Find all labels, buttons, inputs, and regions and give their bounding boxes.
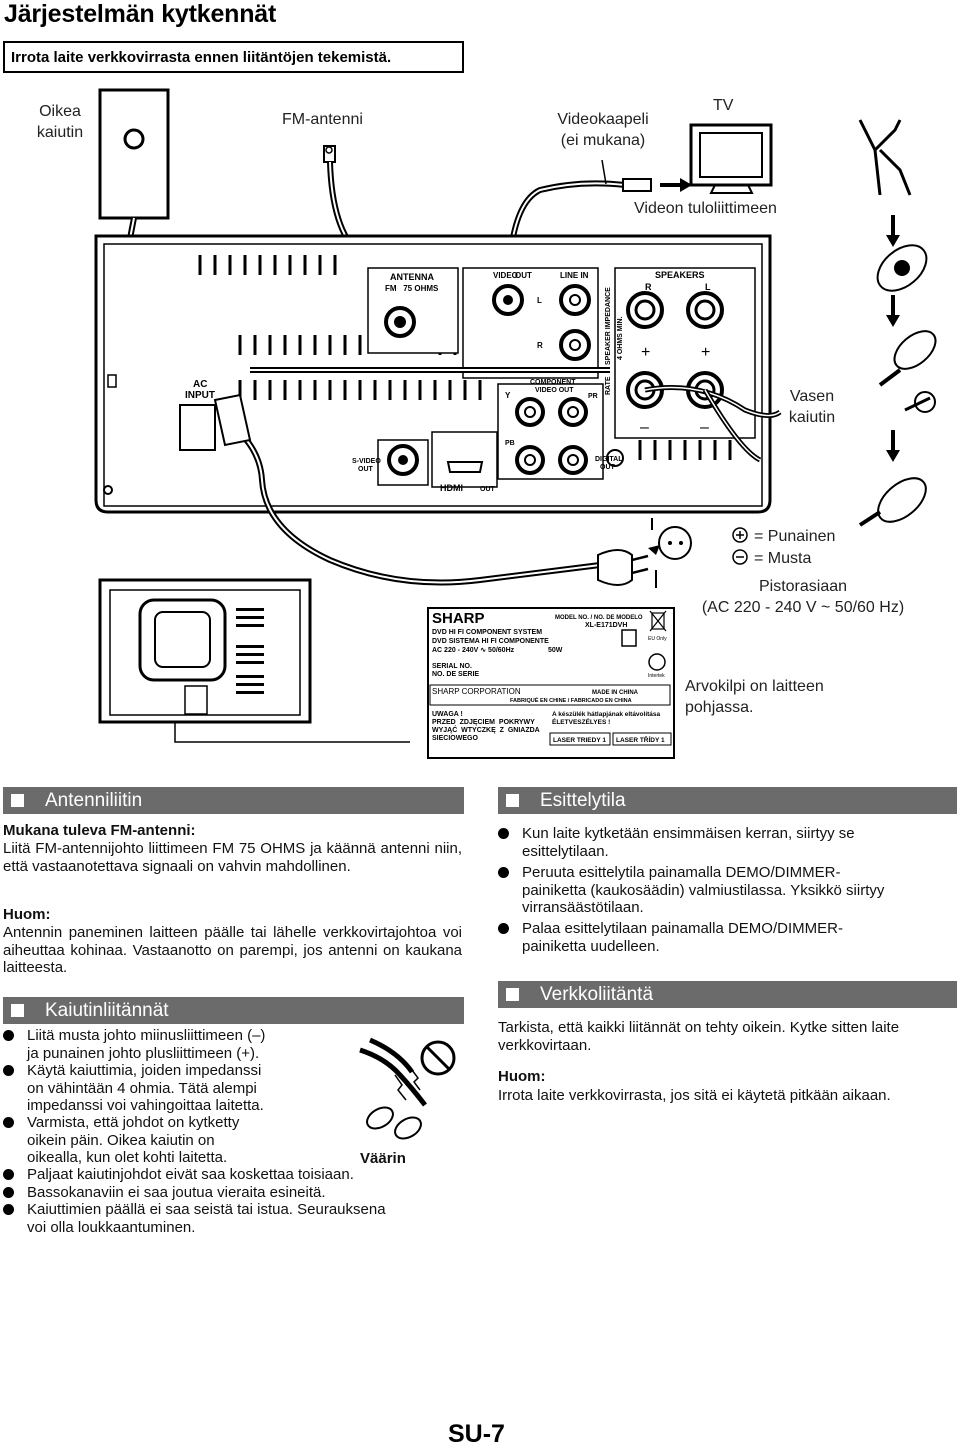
plate-eu: EU Only	[648, 636, 667, 642]
outlet-label: Pistorasiaan(AC 220 - 240 V ~ 50/60 Hz)	[701, 578, 905, 616]
page-number: SU-7	[448, 1420, 505, 1448]
panel-digital-label: DIGITAL	[595, 456, 623, 463]
panel-y-label: Y	[505, 391, 511, 400]
unit-bottom-view	[98, 578, 410, 743]
plate-intertek: Intertek	[648, 673, 665, 679]
rear-panel: ANTENNA FM 75 OHMS VIDEO OUT LINE IN L R…	[94, 234, 772, 514]
antenna-text: Liitä FM-antennijohto liittimeen FM 75 O…	[3, 840, 462, 875]
antenna-note-heading: Huom:	[3, 906, 51, 923]
rating-plate: SHARP MODEL NO. / NO. DE MODELO XL-E171D…	[427, 607, 675, 759]
panel-l-label: L	[537, 296, 542, 305]
plate-hu2: ÉLETVESZÉLYES !	[552, 717, 610, 726]
network-note-heading: Huom:	[498, 1068, 546, 1085]
panel-plus-l: +	[701, 344, 710, 361]
plate-made: MADE IN CHINA	[592, 690, 639, 696]
panel-videoout-label: VIDEO OUT	[535, 387, 574, 394]
panel-r-label: R	[537, 341, 543, 350]
panel-fm75-label: FM 75 OHMS	[385, 284, 439, 293]
plate-uwaga3: WYJĄĆ WTYCZKĘ Z GNIAZDA	[432, 725, 540, 734]
demo-bullet-2: Peruuta esittelytila painamalla DEMO/DIM…	[498, 864, 958, 918]
plate-laser1: LASER TRIEDY 1	[553, 737, 606, 744]
panel-svideo-label: S-VIDEO	[352, 458, 381, 465]
panel-impedance-label: SPEAKER IMPEDANCE	[605, 287, 612, 365]
plate-uwaga2: PRZED ZDJĘCIEM POKRYWY	[432, 719, 535, 726]
antenna-section-header: Antenniliitin	[3, 787, 464, 814]
panel-minus-r: –	[640, 419, 649, 436]
fm-antenna-label: FM-antenni	[282, 111, 363, 128]
plate-serial2: NO. DE SERIE	[432, 671, 479, 678]
panel-input-label: INPUT	[185, 390, 215, 401]
network-text: Tarkista, että kaikki liitännät on tehty…	[498, 1019, 900, 1054]
panel-digital-out-label: OUT	[600, 464, 616, 471]
plate-line2: DVD SISTEMA HI FI COMPONENTE	[432, 638, 549, 645]
panel-spk-r-label: R	[645, 282, 652, 292]
panel-svideo-out-label: OUT	[358, 466, 374, 473]
plate-model: XL-E171DVH	[585, 622, 627, 629]
video-in-label: Videon tuloliittimeen	[634, 200, 777, 217]
page-title: Järjestelmän kytkennät	[4, 0, 277, 28]
panel-hdmi-label: HDMI	[440, 483, 463, 493]
speaker-bullet-4: Paljaat kaiutinjohdot eivät saa kosketta…	[3, 1166, 463, 1184]
panel-out-label: OUT	[515, 271, 532, 280]
tv-icon	[689, 123, 773, 194]
plate-watts: 50W	[548, 647, 563, 654]
plus-red-label: = Punainen	[754, 528, 836, 545]
plate-serial1: SERIAL NO.	[432, 663, 472, 670]
speaker-bullet-6: Kaiuttimien päällä ei saa seistä tai ist…	[3, 1201, 463, 1237]
demo-bullet-3: Palaa esittelytilaan painamalla DEMO/DIM…	[498, 920, 958, 956]
right-speaker-icon	[98, 88, 170, 220]
demo-bullet-1: Kun laite kytketään ensimmäisen kerran, …	[498, 825, 958, 861]
panel-ohms-label: 4 OHMS MIN.	[617, 316, 624, 360]
panel-video-label: VIDEO	[493, 271, 518, 280]
plate-corp: SHARP CORPORATION	[432, 687, 521, 696]
panel-minus-l: –	[700, 419, 709, 436]
network-section-header: Verkkoliitäntä	[498, 981, 957, 1008]
plate-model-hdr: MODEL NO. / NO. DE MODELO	[555, 615, 643, 621]
power-cord-icon	[213, 393, 692, 588]
plate-laser2: LASER TŘÍDY 1	[616, 735, 665, 744]
plate-uwaga4: SIECIOWEGO	[432, 735, 478, 742]
panel-ac-label: AC	[193, 379, 207, 390]
plate-line1: DVD HI FI COMPONENT SYSTEM	[432, 629, 542, 636]
plate-hu1: A készülék hátlapjának eltávolítása	[552, 711, 661, 718]
plate-uwaga1: UWAGA !	[432, 711, 463, 718]
demo-section-header: Esittelytila	[498, 787, 957, 814]
plate-fabrique: FABRIQUÉ EN CHINE / FABRICADO EN CHINA	[510, 696, 632, 704]
tv-label: TV	[713, 97, 734, 114]
network-note-text: Irrota laite verkkovirrasta, jos sitä ei…	[498, 1087, 891, 1104]
panel-pb-label: PB	[505, 440, 515, 447]
speaker-section-header: Kaiutinliitännät	[3, 997, 464, 1024]
panel-hdmi-out-label: OUT	[480, 486, 496, 493]
speaker-bullet-1: Liitä musta johto miinusliittimeen (–)ja…	[3, 1027, 333, 1063]
speaker-bullet-5: Bassokanaviin ei saa joutua vieraita esi…	[3, 1184, 463, 1202]
plate-brand: SHARP	[432, 610, 485, 627]
minus-black-label: = Musta	[754, 550, 812, 567]
panel-spk-l-label: L	[705, 282, 711, 292]
panel-pr-label: PR	[588, 393, 598, 400]
connection-diagram: ANTENNA FM 75 OHMS VIDEO OUT LINE IN L R…	[94, 88, 937, 759]
video-cable-label: Videokaapeli(ei mukana)	[557, 111, 649, 149]
panel-plus-r: +	[641, 344, 650, 361]
antenna-note-text: Antennin paneminen laitteen päälle tai l…	[3, 924, 462, 976]
wrong-connection-illustration	[359, 1037, 456, 1140]
panel-speakers-label: SPEAKERS	[655, 270, 705, 280]
panel-rated-label: RATE	[605, 376, 612, 395]
antenna-subheading: Mukana tuleva FM-antenni:	[3, 822, 196, 839]
panel-component-label: COMPONENT	[530, 379, 576, 386]
terminal-steps-icon	[858, 119, 937, 527]
plate-line3: AC 220 - 240V ∿ 50/60Hz	[432, 647, 515, 654]
warning-box: Irrota laite verkkovirrasta ennen liitän…	[3, 41, 464, 73]
panel-antenna-label: ANTENNA	[390, 272, 434, 282]
panel-linein-label: LINE IN	[560, 271, 589, 280]
wrong-label: Väärin	[360, 1150, 406, 1167]
